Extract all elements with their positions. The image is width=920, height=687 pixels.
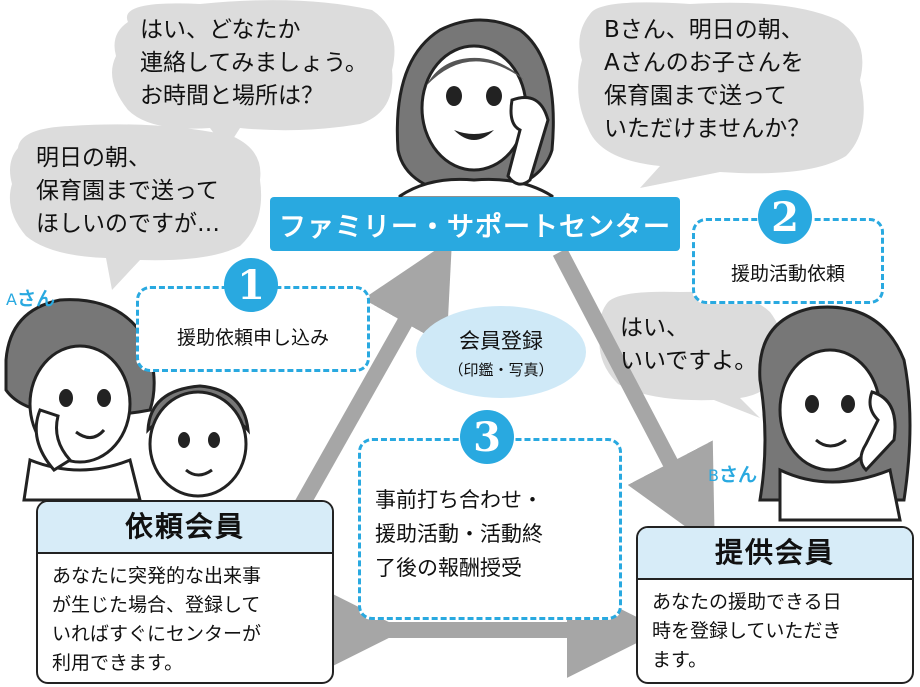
b-san-initial: B: [708, 466, 719, 485]
step-3-text: 事前打ち合わせ・ 援助活動・活動終 了後の報酬授受: [375, 483, 543, 585]
a-san-child-illustration: [146, 384, 250, 498]
registration-title: 会員登録: [459, 328, 543, 353]
arrow-icon: [293, 238, 715, 678]
telephone-icon: [34, 408, 73, 472]
bubble-line: 保育園まで送って: [604, 83, 787, 109]
staff-speech-text: はい、どなたか 連絡してみましょう。 お時間と場所は？: [140, 14, 368, 113]
telephone-icon: [506, 96, 550, 186]
requester-desc: あなたに突発的な出来事 が生じた場合、登録して いればすぐにセンターが 利用でき…: [38, 554, 332, 682]
provider-title: 提供会員: [638, 528, 912, 580]
requester-member-box: 依頼会員 あなたに突発的な出来事 が生じた場合、登録して いればすぐにセンターが…: [36, 500, 334, 684]
bubble-line: 連絡してみましょう。: [140, 50, 368, 76]
step-3-line: 了後の報酬授受: [375, 556, 522, 580]
desc-line: あなたの援助できる日: [652, 591, 842, 613]
step-2-badge: 2: [758, 190, 812, 244]
a-san-initial: A: [6, 290, 17, 309]
bubble-line: いただけませんか？: [604, 116, 811, 142]
bubble-line: いいですよ。: [620, 348, 758, 374]
speech-bubble-icon: [112, 0, 395, 151]
step-2-label: 援助活動依頼: [730, 263, 845, 285]
speech-bubble-icon: [9, 124, 262, 290]
speech-bubble-icon: [578, 2, 864, 189]
a-san-suffix: さん: [16, 288, 55, 310]
bubble-line: お時間と場所は？: [140, 83, 324, 109]
registration-oval: 会員登録 （印鑑・写真）: [416, 306, 586, 398]
desc-line: 利用できます。: [52, 652, 184, 674]
desc-line: いればすぐにセンターが: [52, 623, 262, 645]
bubble-line: Bさん、明日の朝、: [604, 17, 804, 43]
request-to-b-speech-text: Bさん、明日の朝、 Aさんのお子さんを 保育園まで送って いただけませんか？: [604, 14, 810, 146]
desc-line: 時を登録していただき: [652, 620, 842, 642]
bubble-line: 保育園まで送って: [36, 178, 219, 204]
step-1-label: 援助依頼申し込み: [176, 327, 329, 349]
step-3-line: 援助活動・活動終: [375, 522, 543, 546]
desc-line: ます。: [652, 649, 708, 671]
desc-line: が生じた場合、登録して: [52, 594, 261, 616]
step-3-box: 事前打ち合わせ・ 援助活動・活動終 了後の報酬授受: [358, 438, 622, 620]
b-san-suffix: さん: [718, 464, 757, 486]
desc-line: あなたに突発的な出来事: [52, 565, 262, 587]
b-san-label: Bさん: [708, 460, 757, 487]
a-san-mother-illustration: [4, 298, 156, 502]
requester-title: 依頼会員: [38, 502, 332, 554]
a-san-label: Aさん: [6, 284, 55, 311]
center-banner: ファミリー・サポートセンター: [270, 197, 680, 251]
step-3-line: 事前打ち合わせ・: [375, 488, 543, 512]
bubble-line: はい、: [620, 315, 689, 341]
step-3-badge: 3: [460, 410, 514, 464]
telephone-icon: [859, 390, 897, 473]
b-reply-speech-text: はい、 いいですよ。: [620, 312, 757, 378]
bubble-line: はい、どなたか: [140, 17, 301, 43]
bubble-line: Aさんのお子さんを: [604, 50, 804, 76]
provider-desc: あなたの援助できる日 時を登録していただき ます。: [638, 580, 912, 682]
bubble-line: 明日の朝、: [36, 145, 151, 171]
step-1-badge: 1: [224, 258, 278, 312]
provider-member-box: 提供会員 あなたの援助できる日 時を登録していただき ます。: [636, 526, 914, 684]
registration-sub: （印鑑・写真）: [448, 360, 554, 379]
speech-bubble-icon: [599, 291, 783, 418]
bubble-line: ほしいのですが…: [36, 211, 220, 237]
a-request-speech-text: 明日の朝、 保育園まで送って ほしいのですが…: [36, 142, 220, 241]
